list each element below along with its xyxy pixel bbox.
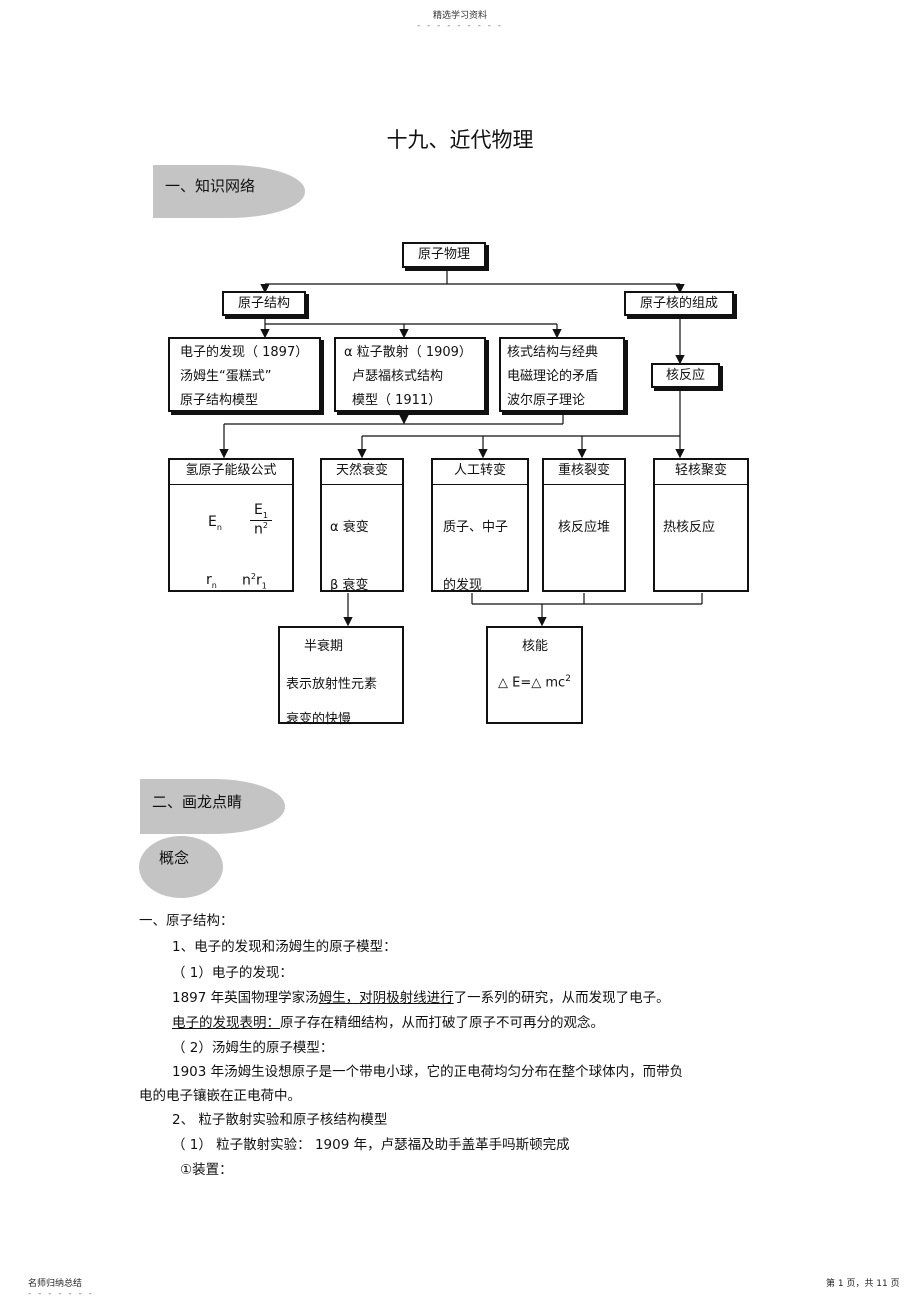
node-nuclear-energy: 核能 △ E=△ mc2 [486,626,583,724]
node-fusion: 轻核聚变 热核反应 [653,458,749,592]
node-half-life: 半衰期 表示放射性元素 衰变的快慢 [278,626,404,727]
footer-left: 名师归纳总结 - - - - - - - [28,1279,94,1299]
node-atomic-structure: 原子结构 [222,291,306,316]
paragraph-thomson-1: 1903 年汤姆生设想原子是一个带电小球，它的正电荷均匀分布在整个球体内，而带负 [172,1064,684,1080]
node-electron-discovery: 电子的发现（ 1897） 汤姆生“蛋糕式” 原子结构模型 [168,337,321,412]
section-banner-highlights: 二、画龙点睛 [140,779,285,834]
node-artificial-transmutation: 人工转变 质子、中子 的发现 [431,458,529,593]
node-fission: 重核裂变 核反应堆 [542,458,626,592]
node-natural-decay: 天然衰变 α 衰变 β 衰变 [320,458,404,593]
section-banner-knowledge: 一、知识网络 [153,165,305,218]
page-header: 精选学习资料 - - - - - - - - - [0,8,920,31]
node-nucleus-composition: 原子核的组成 [624,291,734,316]
page-title: 十九、近代物理 [386,128,534,152]
sub-heading-1-2: （ 2）汤姆生的原子模型： [172,1040,334,1056]
section-title: 一、知识网络 [165,177,256,195]
heading-atom-structure: 一、原子结构： [139,913,234,929]
mass-energy-formula: △ E=△ mc [498,675,566,691]
sub-heading-1-1: （ 1）电子的发现： [172,965,293,981]
node-atomic-physics: 原子物理 [402,242,486,268]
sub-heading-2: 2、 粒子散射实验和原子核结构模型 [172,1112,388,1128]
sub-heading-1: 1、电子的发现和汤姆生的原子模型： [172,939,397,955]
page-number: 第 1 页，共 11 页 [826,1279,900,1289]
section-title: 二、画龙点睛 [152,793,243,811]
node-nuclear-reaction: 核反应 [651,363,720,388]
paragraph-discovery: 1897 年英国物理学家汤姆生，对阴极射线进行了一系列的研究，从而发现了电子。 [172,990,670,1006]
node-alpha-scattering: α 粒子散射（ 1909） 卢瑟福核式结构 模型（ 1911） [334,337,486,412]
paragraph-significance: 电子的发现表明：原子存在精细结构，从而打破了原子不可再分的观念。 [172,1015,604,1031]
paragraph-thomson-2: 电的电子镶嵌在正电荷中。 [139,1088,301,1104]
sub-heading-apparatus: ①装置： [180,1162,233,1178]
diagram-connectors [219,268,703,627]
sub-heading-2-1: （ 1） 粒子散射实验： 1909 年，卢瑟福及助手盖革手吗斯顿完成 [172,1137,570,1153]
concept-badge: 概念 [139,836,223,898]
node-bohr-theory: 核式结构与经典 电磁理论的矛盾 波尔原子理论 [499,337,625,412]
header-dots: - - - - - - - - - [416,21,504,31]
header-text: 精选学习资料 [432,11,487,21]
node-hydrogen-levels: 氢原子能级公式 En E1 n2 rn n2r1 [168,458,294,592]
